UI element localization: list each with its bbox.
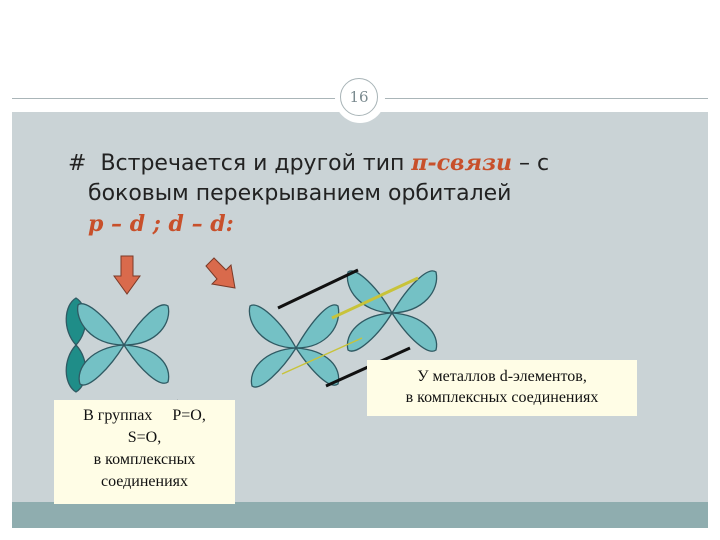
pi-bond-term: π-связи <box>411 150 513 176</box>
down-arrow-icon <box>113 255 141 295</box>
slide-number: 16 <box>340 78 378 116</box>
text-line-2: боковым перекрыванием орбиталей <box>88 181 512 206</box>
text-line-1: # Встречается и другой тип π-связи – с <box>68 148 668 179</box>
slide-text: # Встречается и другой тип π-связи – с б… <box>68 148 668 240</box>
d-orbital-upper <box>346 270 438 352</box>
overlap-line-top <box>331 276 419 320</box>
bullet-hash: # <box>68 151 87 176</box>
d-orbital-lower <box>248 304 340 388</box>
text-line-3: p – d ; d – d: <box>68 209 668 240</box>
caption-d-elements: У металлов d-элементов, в комплексных со… <box>367 360 637 416</box>
caption-left-line-2: S=O, <box>127 429 162 446</box>
line1-prefix: Встречается и другой тип <box>100 151 412 176</box>
caption-groups: В группах P=O, S=O, в комплексных соедин… <box>54 400 235 504</box>
p-d-term: p – d <box>88 211 146 237</box>
footer-band <box>12 502 708 528</box>
overlap-line-bottom <box>281 337 363 375</box>
bond-line-top <box>277 268 359 310</box>
caption-left-line-3: в комплексных <box>93 451 196 468</box>
diagonal-arrow-icon <box>205 257 236 289</box>
caption-left-line-4: соединениях <box>100 473 189 490</box>
d-orbital-left <box>77 303 170 386</box>
caption-right-line-1: У металлов d-элементов, <box>417 368 587 385</box>
caption-left-line-1: В группах P=O, <box>83 407 206 424</box>
separator: ; <box>145 211 169 237</box>
d-d-term: d – d: <box>168 211 234 237</box>
caption-right-line-2: в комплексных соединениях <box>405 389 599 406</box>
line1-suffix: – с <box>512 151 550 176</box>
